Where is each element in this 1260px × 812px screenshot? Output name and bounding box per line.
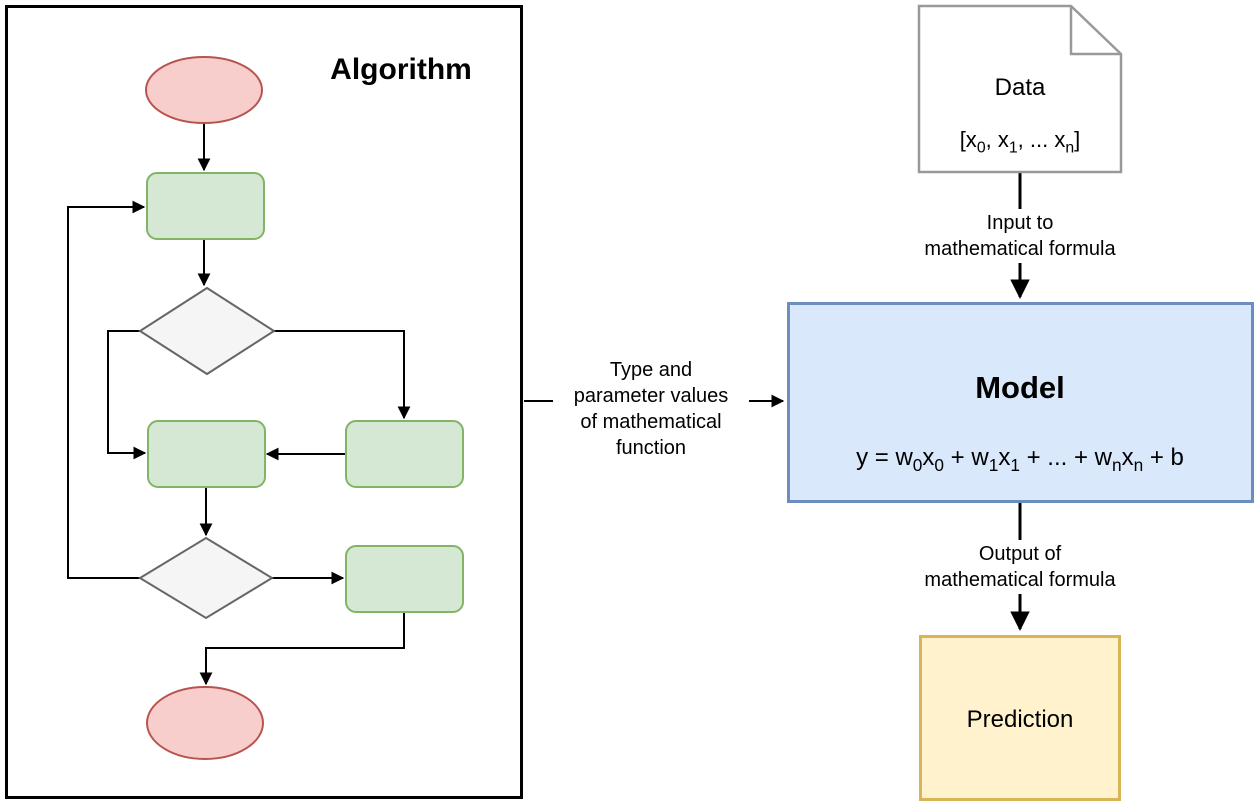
model-box-shape	[787, 302, 1254, 503]
data-node-values: [x0, x1, ... xn]	[959, 127, 1081, 157]
connector-label-line: function	[615, 437, 687, 459]
data-node-title: Data	[994, 74, 1046, 101]
connector-process4-to-end	[199, 612, 405, 686]
data-document-fold	[1069, 6, 1121, 56]
connector-label-line: of mathematical	[580, 411, 722, 433]
process3-shape	[345, 420, 464, 488]
model-box-title: Model	[975, 370, 1065, 405]
prediction-box-shape	[919, 635, 1121, 801]
decision2-shape	[138, 536, 274, 620]
prediction-box-title: Prediction	[966, 706, 1074, 733]
algorithm-model-connector-label: Type and parameter values of mathematica…	[553, 356, 749, 462]
process2-shape	[147, 420, 266, 488]
decision1-shape	[138, 286, 276, 376]
process4-shape	[345, 545, 464, 613]
connector-decision1-to-process3	[274, 330, 411, 420]
connector-label-line: parameter values	[573, 385, 729, 407]
start-terminator-shape	[145, 56, 263, 124]
input-label-line: mathematical formula	[924, 238, 1116, 260]
process1-shape	[146, 172, 265, 240]
algorithm-panel-title: Algorithm	[330, 53, 472, 86]
input-arrow-label: Input to mathematical formula	[906, 209, 1134, 263]
output-label-line: mathematical formula	[924, 569, 1116, 591]
output-label-line: Output of	[978, 543, 1062, 565]
algorithm-panel-frame	[5, 5, 523, 799]
connector-decision1-to-process2	[107, 330, 147, 460]
input-label-line: Input to	[986, 212, 1054, 234]
end-terminator-shape	[146, 686, 264, 760]
connector-decision2-loop-to-process1	[67, 200, 146, 579]
connector-label-line: Type and	[609, 359, 693, 381]
model-box-formula: y = w0x0 + w1x1 + ... + wnxn + b	[856, 444, 1184, 475]
output-arrow-label: Output of mathematical formula	[906, 540, 1134, 594]
